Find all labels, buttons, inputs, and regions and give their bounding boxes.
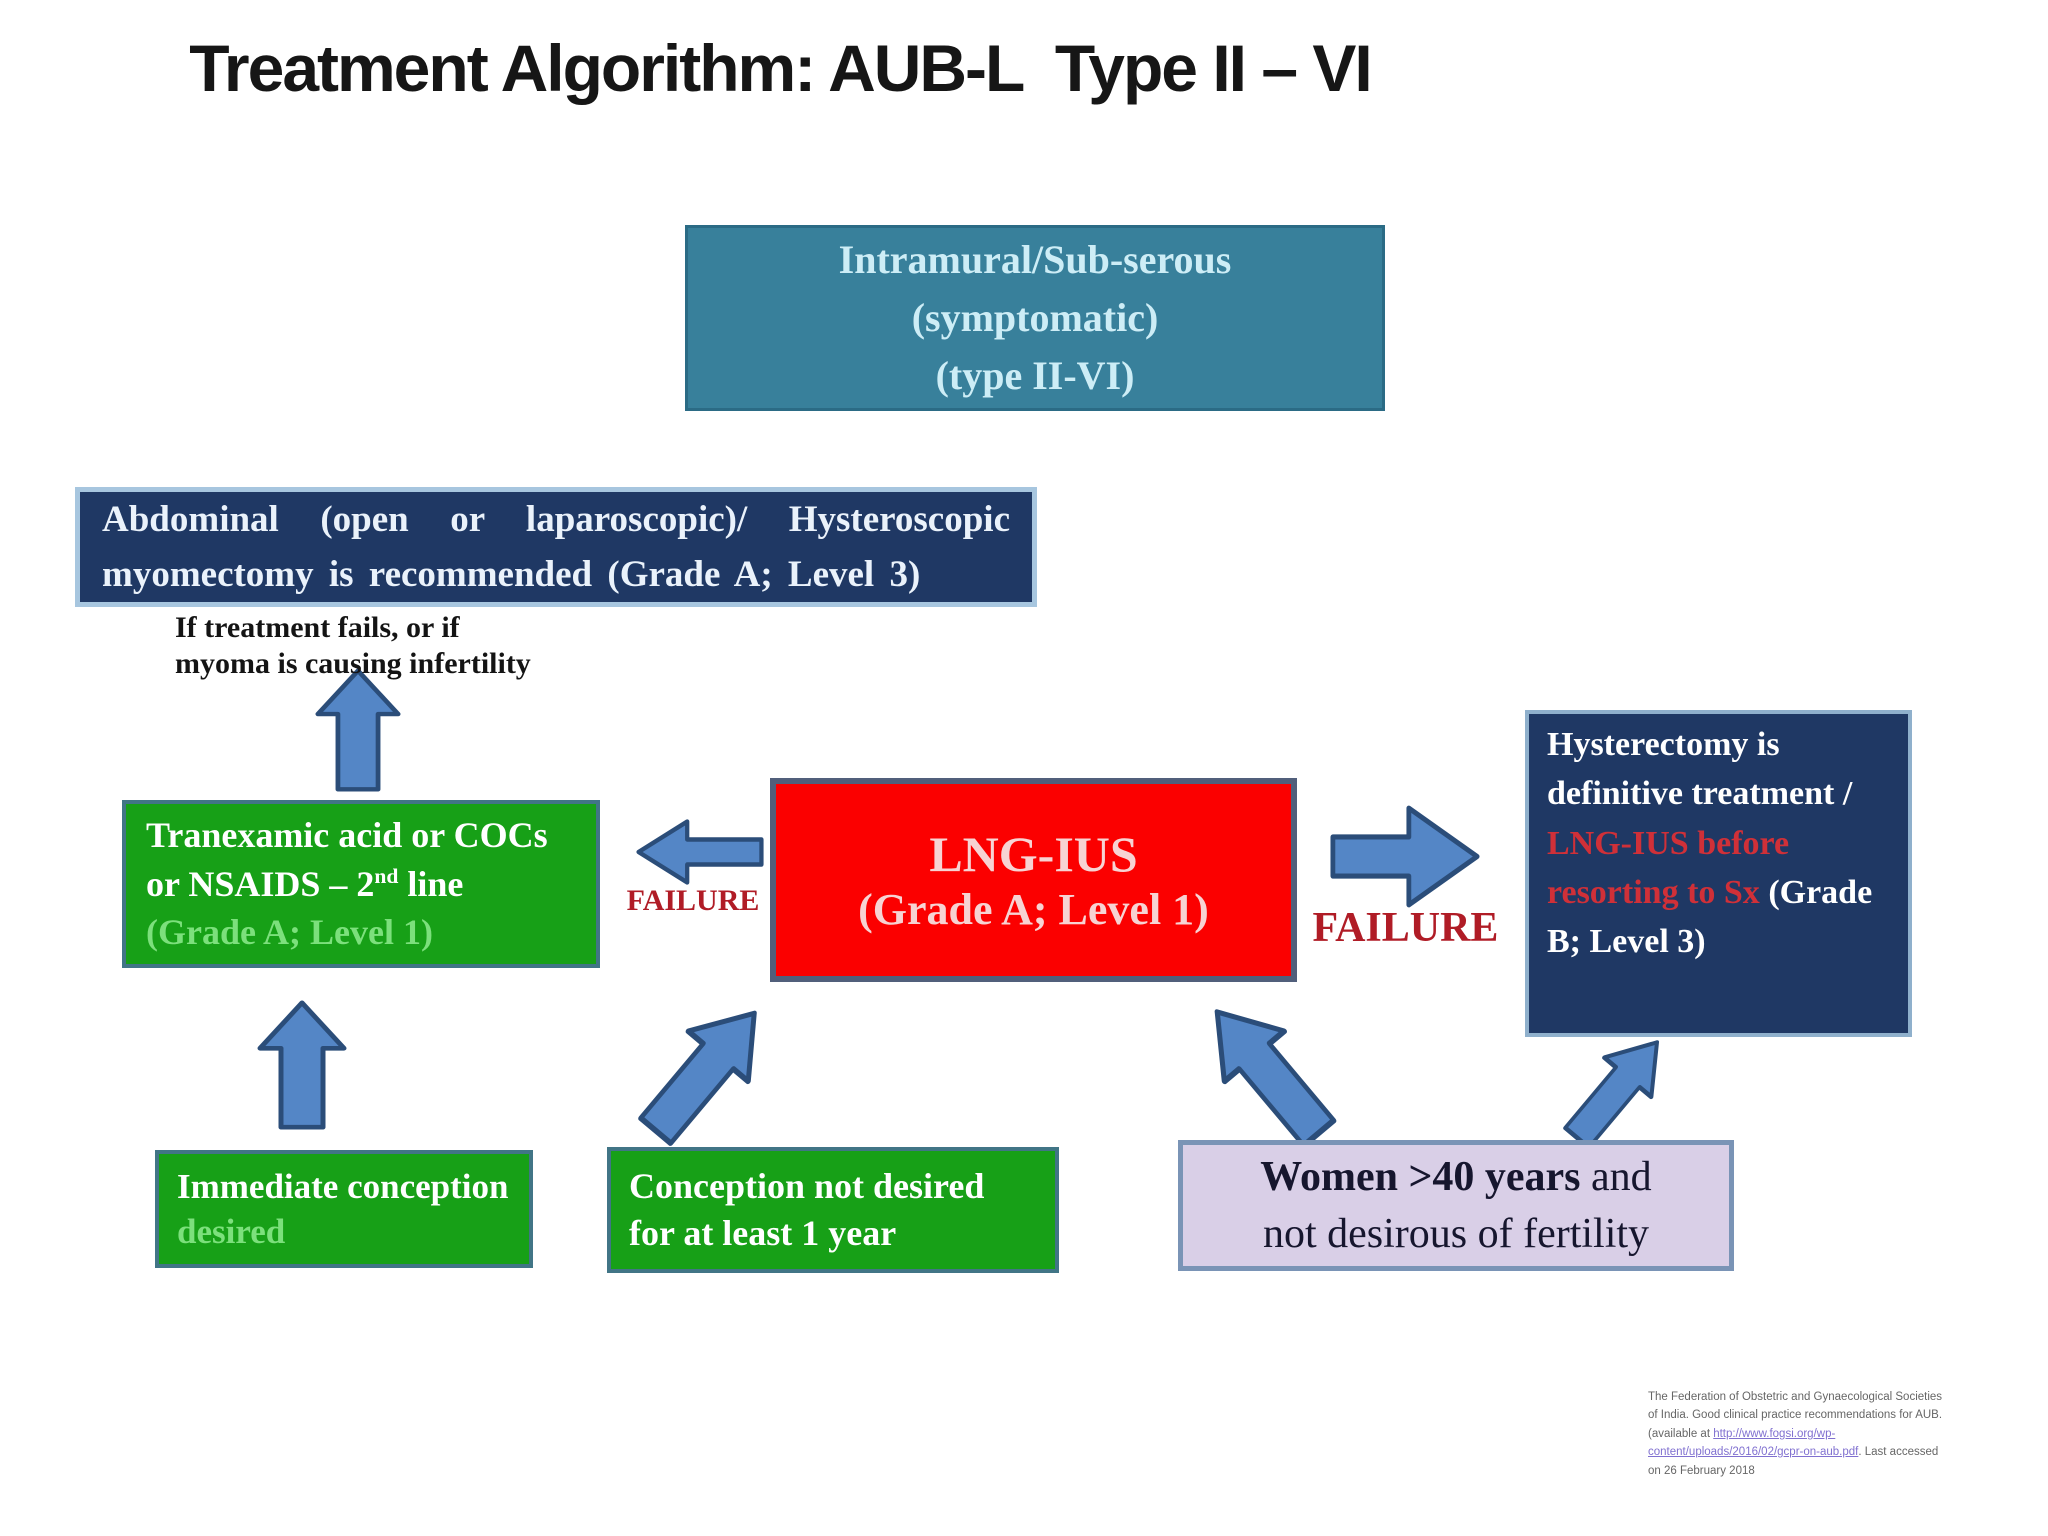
immediate-conception-text: Immediate conception desired [177, 1166, 509, 1252]
arrow-diagonal-up-left-icon [1183, 982, 1353, 1162]
hysterectomy-red-text: LNG-IUS before resorting to Sx [1547, 824, 1790, 911]
lng-ius-box: LNG-IUS (Grade A; Level 1) [770, 778, 1297, 982]
failure-label-left: FAILURE [626, 884, 760, 917]
immediate-desired-text: desired [177, 1212, 286, 1251]
citation-text-before: The Federation of Obstetric and Gynaecol… [1648, 1391, 1943, 1440]
immediate-conception-box: Immediate conception desired [155, 1150, 533, 1268]
page-title: Treatment Algorithm: AUB-L Type II – VI [189, 31, 1372, 105]
conception-not-desired-box: Conception not desired for at least 1 ye… [607, 1147, 1059, 1273]
arrow-left-icon [636, 818, 764, 886]
arrow-diagonal-up-right-icon [621, 984, 788, 1161]
citation-link[interactable]: http://www.fogsi.org/wp-content/uploads/… [1648, 1427, 1859, 1459]
citation: The Federation of Obstetric and Gynaecol… [1648, 1388, 1948, 1480]
tranexamic-text: Tranexamic acid or COCs or NSAIDS – 2nd … [146, 815, 548, 904]
abdominal-myomectomy-text: Abdominal (open or laparoscopic)/ Hyster… [102, 498, 1010, 596]
tranexamic-box: Tranexamic acid or COCs or NSAIDS – 2nd … [122, 800, 600, 968]
hysterectomy-box: Hysterectomy is definitive treatment / L… [1525, 710, 1912, 1037]
lng-ius-title: LNG-IUS [929, 825, 1138, 882]
tranexamic-grade: (Grade A; Level 1) [146, 912, 433, 953]
intramural-subserous-text: Intramural/Sub-serous (symptomatic) (typ… [838, 237, 1232, 398]
abdominal-myomectomy-box: Abdominal (open or laparoscopic)/ Hyster… [75, 487, 1037, 607]
failure-label-right: FAILURE [1312, 905, 1499, 951]
citation-text-after: . Last accessed on 26 February 2018 [1648, 1446, 1939, 1477]
arrow-right-icon [1330, 803, 1480, 910]
intramural-subserous-box: Intramural/Sub-serous (symptomatic) (typ… [685, 225, 1385, 411]
arrow-up-icon [315, 668, 401, 792]
conception-not-desired-text: Conception not desired for at least 1 ye… [629, 1166, 985, 1253]
lng-ius-grade: (Grade A; Level 1) [858, 884, 1209, 934]
arrow-up-icon [257, 1000, 347, 1130]
superscript-nd: nd [374, 863, 399, 888]
arrow-diagonal-up-right-icon [1550, 1019, 1684, 1161]
treatment-fails-note: If treatment fails, or if myoma is causi… [175, 611, 531, 680]
hysterectomy-text: Hysterectomy is definitive treatment / L… [1547, 726, 1873, 961]
